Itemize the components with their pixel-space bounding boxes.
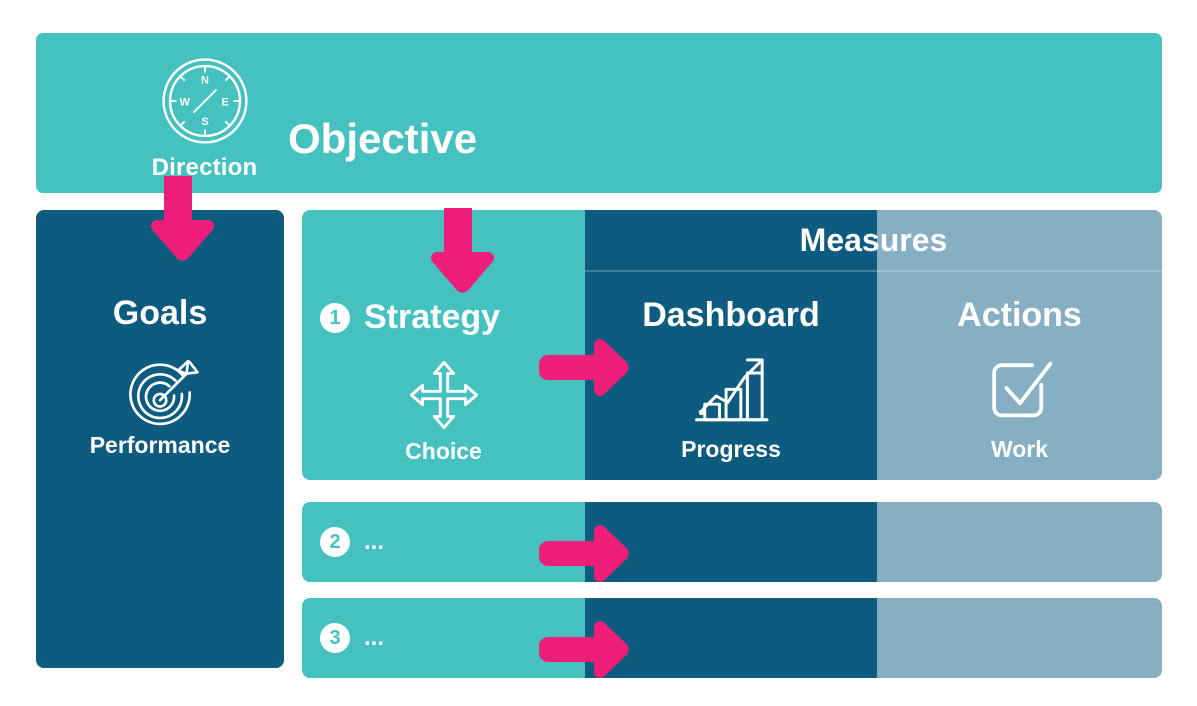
four-way-arrows-icon bbox=[302, 358, 585, 437]
row-3-actions-cell[interactable] bbox=[877, 598, 1162, 678]
row-1[interactable]: Measures 1 Strategy Choice Dashboard bbox=[302, 210, 1162, 480]
svg-text:S: S bbox=[201, 116, 208, 128]
row-3[interactable]: 3 ... bbox=[302, 598, 1162, 678]
row-3-number-badge: 3 bbox=[320, 623, 350, 653]
actions-title: Actions bbox=[957, 296, 1082, 334]
dashboard-title: Dashboard bbox=[642, 296, 820, 334]
row-3-placeholder: ... bbox=[364, 624, 385, 651]
row-2-placeholder: ... bbox=[364, 528, 385, 555]
goals-sub-label: Performance bbox=[89, 432, 231, 458]
bar-chart-trending-up-icon bbox=[585, 350, 877, 433]
compass-icon: N S E W bbox=[159, 58, 251, 151]
measures-band-label: Measures bbox=[799, 222, 948, 258]
goals-panel[interactable]: Goals Performance bbox=[36, 210, 284, 668]
row-3-dashboard-cell[interactable] bbox=[585, 598, 877, 678]
svg-text:E: E bbox=[221, 97, 228, 109]
strategy-sub-label: Choice bbox=[405, 438, 482, 464]
goals-title: Goals bbox=[112, 294, 208, 332]
measures-divider bbox=[585, 270, 1162, 272]
actions-cell[interactable] bbox=[877, 210, 1162, 480]
row-2[interactable]: 2 ... bbox=[302, 502, 1162, 582]
svg-text:W: W bbox=[179, 97, 190, 109]
row-2-dashboard-cell[interactable] bbox=[585, 502, 877, 582]
strategy-title: Strategy bbox=[364, 298, 501, 336]
strategy-header: 1 Strategy bbox=[320, 298, 500, 337]
row-2-header: 2 ... bbox=[320, 527, 384, 557]
objective-panel[interactable]: N S E W Direction Objective bbox=[36, 33, 1162, 193]
strategy-number-badge: 1 bbox=[320, 302, 350, 333]
dashboard-sub-label: Progress bbox=[681, 436, 781, 462]
actions-sub-label: Work bbox=[990, 436, 1049, 462]
checkbox-checked-icon bbox=[877, 350, 1162, 431]
svg-text:N: N bbox=[201, 75, 209, 87]
objective-icon-block: N S E W Direction bbox=[132, 55, 277, 182]
dashboard-cell[interactable] bbox=[585, 210, 877, 480]
target-arrow-icon bbox=[36, 355, 284, 438]
objective-title: Objective bbox=[288, 115, 478, 162]
objective-sub-label: Direction bbox=[151, 154, 258, 181]
row-2-actions-cell[interactable] bbox=[877, 502, 1162, 582]
row-3-header: 3 ... bbox=[320, 623, 384, 653]
row-2-number-badge: 2 bbox=[320, 527, 350, 557]
